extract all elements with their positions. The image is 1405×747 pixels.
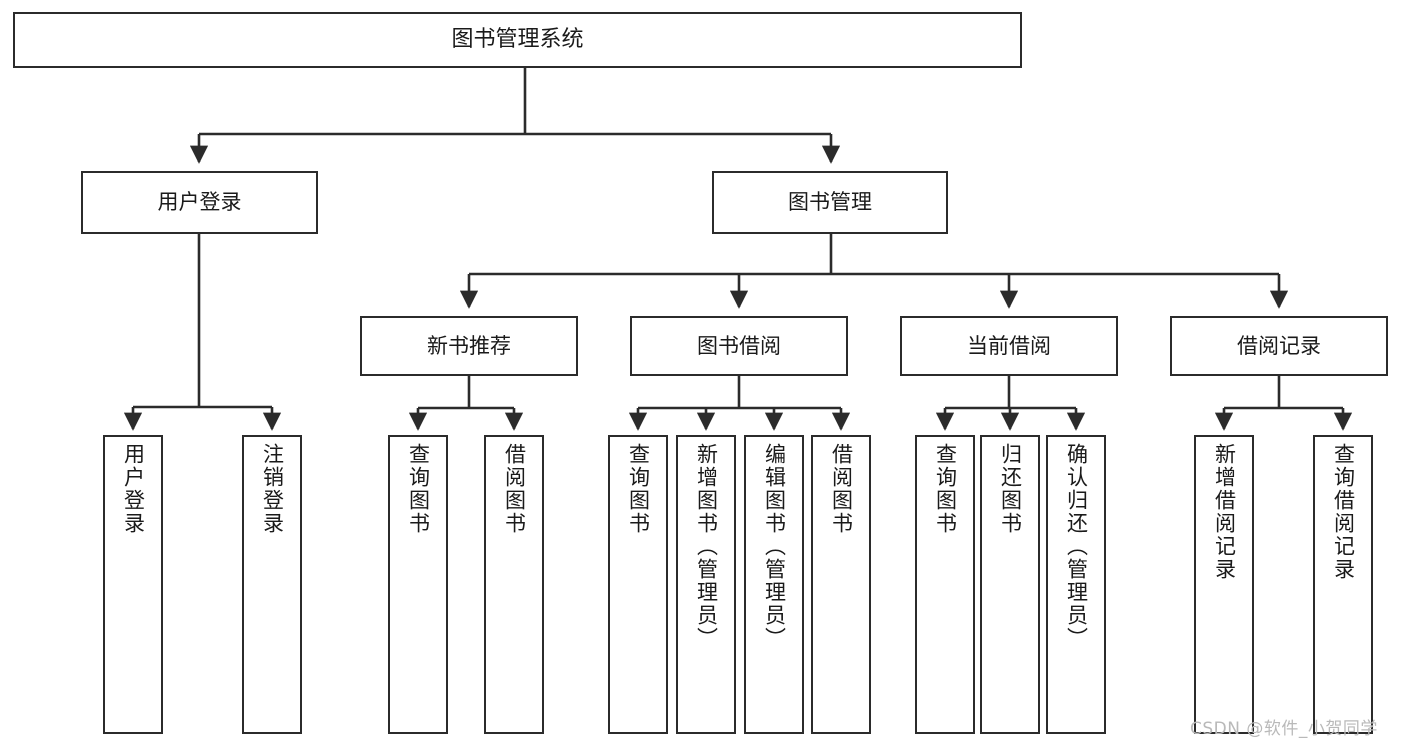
node-label: 用户登录 bbox=[121, 443, 146, 535]
node-new-book-recommend[interactable]: 新书推荐 bbox=[360, 316, 578, 376]
leaf-return-book[interactable]: 归还图书 bbox=[980, 435, 1040, 734]
leaf-borrow-book-recommend[interactable]: 借阅图书 bbox=[484, 435, 544, 734]
node-label: 查询图书 bbox=[406, 443, 431, 535]
node-book-management[interactable]: 图书管理 bbox=[712, 171, 948, 234]
leaf-add-book-admin[interactable]: 新增图书（管理员） bbox=[676, 435, 736, 734]
leaf-borrow-book[interactable]: 借阅图书 bbox=[811, 435, 871, 734]
node-label: 借阅记录 bbox=[1237, 333, 1321, 358]
node-label: 用户登录 bbox=[157, 190, 242, 215]
node-label: 新书推荐 bbox=[427, 333, 511, 358]
node-borrow-record[interactable]: 借阅记录 bbox=[1170, 316, 1388, 376]
node-label: 当前借阅 bbox=[967, 333, 1051, 358]
node-user-login[interactable]: 用户登录 bbox=[81, 171, 318, 234]
node-label: 归还图书 bbox=[998, 443, 1023, 535]
leaf-query-book-recommend[interactable]: 查询图书 bbox=[388, 435, 448, 734]
node-label: 注销登录 bbox=[260, 443, 285, 535]
node-label: 新增图书（管理员） bbox=[694, 443, 719, 650]
csdn-watermark: CSDN @软件_小贺同学 bbox=[1190, 719, 1378, 739]
node-book-borrow[interactable]: 图书借阅 bbox=[630, 316, 848, 376]
leaf-query-book-current[interactable]: 查询图书 bbox=[915, 435, 975, 734]
leaf-confirm-return-admin[interactable]: 确认归还（管理员） bbox=[1046, 435, 1106, 734]
node-label: 查询图书 bbox=[933, 443, 958, 535]
node-label: 查询图书 bbox=[626, 443, 651, 535]
node-label: 确认归还（管理员） bbox=[1064, 443, 1089, 650]
node-label: 查询借阅记录 bbox=[1331, 443, 1356, 581]
leaf-query-borrow-record[interactable]: 查询借阅记录 bbox=[1313, 435, 1373, 734]
node-label: 图书借阅 bbox=[697, 333, 781, 358]
node-current-borrow[interactable]: 当前借阅 bbox=[900, 316, 1118, 376]
leaf-query-book-borrow[interactable]: 查询图书 bbox=[608, 435, 668, 734]
leaf-user-login[interactable]: 用户登录 bbox=[103, 435, 163, 734]
node-label: 图书管理 bbox=[788, 190, 872, 215]
node-label: 编辑图书（管理员） bbox=[762, 443, 787, 650]
node-label: 图书管理系统 bbox=[451, 27, 584, 53]
node-label: 借阅图书 bbox=[502, 443, 527, 535]
leaf-add-borrow-record[interactable]: 新增借阅记录 bbox=[1194, 435, 1254, 734]
leaf-logout[interactable]: 注销登录 bbox=[242, 435, 302, 734]
leaf-edit-book-admin[interactable]: 编辑图书（管理员） bbox=[744, 435, 804, 734]
node-label: 借阅图书 bbox=[829, 443, 854, 535]
node-label: 新增借阅记录 bbox=[1212, 443, 1237, 581]
node-root-system[interactable]: 图书管理系统 bbox=[13, 12, 1022, 68]
